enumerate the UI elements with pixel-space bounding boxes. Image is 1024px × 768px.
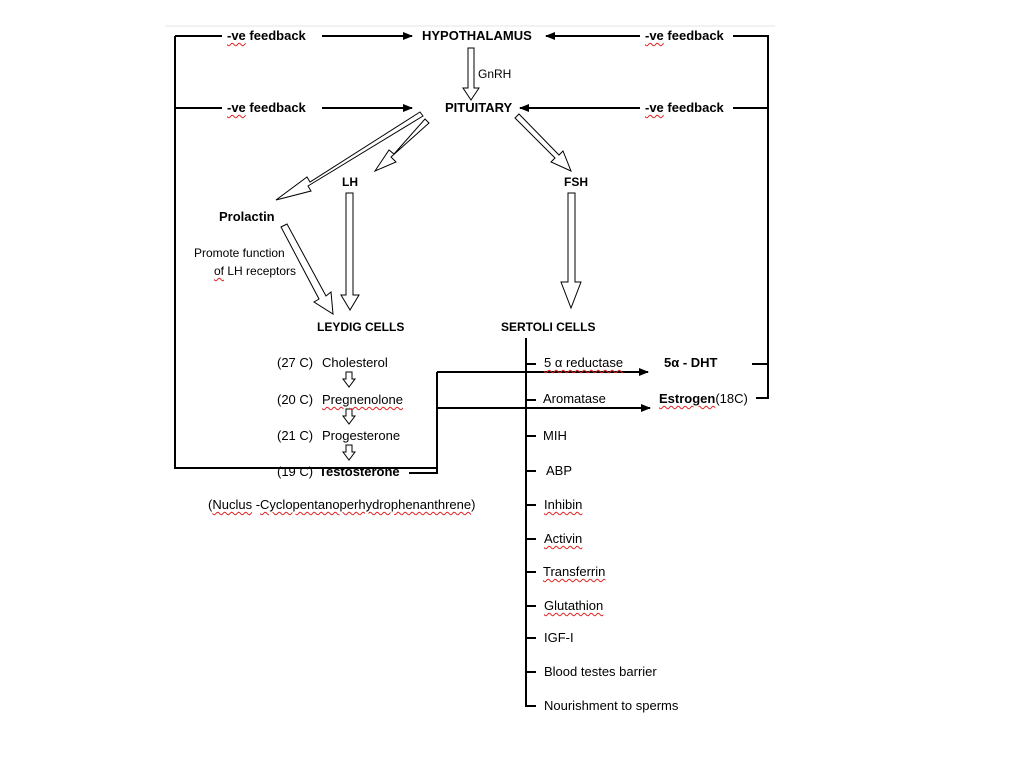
right-feedback-loop xyxy=(733,35,769,365)
pituitary-to-fsh-arrow xyxy=(514,113,572,172)
prolactin-to-leydig-arrow xyxy=(280,223,334,315)
sertoli-product-branches xyxy=(526,435,536,707)
hypothalamus-label: HYPOTHALAMUS xyxy=(422,28,532,43)
feedback-label-top-left: -ve feedback xyxy=(227,28,306,44)
reductase-label: 5 α reductase xyxy=(544,355,624,370)
sertoli-product: Inhibin xyxy=(544,497,583,512)
nucleus-note: (Nuclus -Cyclopentanoperhydrophenanthren… xyxy=(208,497,475,513)
pathway-arrow-3 xyxy=(342,444,356,461)
sertoli-product: Blood testes barrier xyxy=(544,664,657,679)
nucleus-note-word2: Cyclopentanoperhydrophenanthrene xyxy=(260,497,472,512)
feedback-prefix: -ve xyxy=(645,100,664,115)
pituitary-to-lh-arrow xyxy=(373,118,430,173)
feedback-prefix: -ve xyxy=(645,28,664,43)
nucleus-note-close: ) xyxy=(471,497,476,512)
pituitary-label: PITUITARY xyxy=(445,100,513,115)
testosterone-to-enzymes-line xyxy=(409,372,438,474)
pituitary-to-prolactin-arrow xyxy=(275,111,424,201)
nucleus-note-open: ( xyxy=(208,497,213,512)
pathway-carbons-0: (27 C) xyxy=(277,355,314,370)
feedback-word: feedback xyxy=(667,100,724,115)
estrogen-label: Estrogen(18C) xyxy=(659,391,748,407)
fsh-label: FSH xyxy=(564,175,588,189)
feedback-word: feedback xyxy=(667,28,724,43)
sertoli-product: Nourishment to sperms xyxy=(544,698,679,713)
sertoli-product: Activin xyxy=(544,531,583,546)
sertoli-product: Transferrin xyxy=(543,564,606,579)
feedback-label-mid-left: -ve feedback xyxy=(227,100,306,116)
estrogen-name: Estrogen xyxy=(659,391,716,406)
feedback-prefix: -ve xyxy=(227,28,246,43)
estrogen-suffix: (18C) xyxy=(715,391,748,406)
gnrh-arrow xyxy=(462,47,480,101)
feedback-prefix: -ve xyxy=(227,100,246,115)
prolactin-label: Prolactin xyxy=(219,209,275,224)
sertoli-product: ABP xyxy=(546,463,573,478)
feedback-word: feedback xyxy=(249,28,306,43)
pathway-carbons-2: (21 C) xyxy=(277,428,314,443)
pathway-compound-0: Cholesterol xyxy=(322,355,388,370)
feedback-word: feedback xyxy=(249,100,306,115)
fsh-arrow xyxy=(560,192,582,310)
sertoli-product: IGF-I xyxy=(544,630,574,645)
dht-label: 5α - DHT xyxy=(664,355,718,370)
right-loop-estrogen-link xyxy=(756,364,769,399)
aromatase-label: Aromatase xyxy=(543,391,606,406)
lh-label: LH xyxy=(342,175,358,189)
pathway-compound-1: Pregnenolone xyxy=(322,392,403,407)
nucleus-note-word1: Nuclus xyxy=(212,497,253,512)
pathway-compound-3: Testosterone xyxy=(319,464,400,479)
sertoli-product: Glutathion xyxy=(544,598,604,613)
sertoli-product: MIH xyxy=(543,428,567,443)
feedback-label-mid-right: -ve feedback xyxy=(645,100,724,116)
pathway-arrow-2 xyxy=(342,408,356,425)
pathway-carbons-3: (19 C) xyxy=(277,464,314,479)
prolactin-note-line2: of LH receptors xyxy=(214,263,296,279)
prolactin-note-rest: LH receptors xyxy=(227,264,297,278)
gnrh-label: GnRH xyxy=(478,67,512,81)
pathway-carbons-1: (20 C) xyxy=(277,392,314,407)
pathway-compound-2: Progesterone xyxy=(322,428,401,443)
pathway-arrow-1 xyxy=(342,371,356,388)
prolactin-note-prefix: of xyxy=(214,264,225,278)
nucleus-note-sep: - xyxy=(252,497,261,512)
feedback-label-top-right: -ve feedback xyxy=(645,28,724,44)
leydig-cells-label: LEYDIG CELLS xyxy=(317,320,405,334)
lh-arrow xyxy=(340,192,360,311)
prolactin-note-line1: Promote function xyxy=(194,246,285,260)
sertoli-cells-label: SERTOLI CELLS xyxy=(501,320,596,334)
